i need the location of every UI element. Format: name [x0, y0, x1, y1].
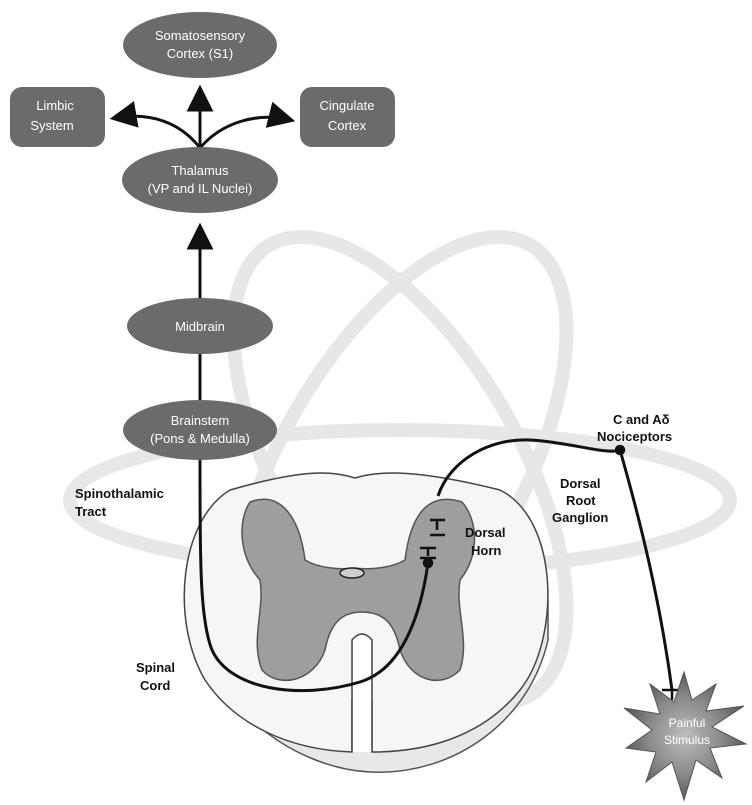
drg-soma: [616, 446, 624, 454]
thalamus-line2: (VP and IL Nuclei): [148, 181, 253, 196]
midbrain-line1: Midbrain: [175, 319, 225, 334]
label-nociceptors: C and Aδ Nociceptors: [597, 412, 672, 444]
thalamus-to-limbic-arrow: [115, 116, 200, 148]
ventral-fissure: [352, 634, 372, 752]
node-thalamus: Thalamus (VP and IL Nuclei): [122, 147, 278, 213]
node-cingulate: Cingulate Cortex: [300, 87, 395, 147]
node-brainstem: Brainstem (Pons & Medulla): [123, 400, 277, 460]
somatosensory-line1: Somatosensory: [155, 28, 246, 43]
label-spinal-cord: Spinal Cord: [136, 660, 175, 693]
stimulus-line2: Stimulus: [664, 733, 710, 747]
central-canal: [340, 568, 364, 578]
spinal-cord-line1: Spinal: [136, 660, 175, 675]
thalamus-to-cingulate-arrow: [200, 117, 290, 148]
spinal-cord-cross-section: [184, 473, 548, 772]
stimulus-line1: Painful: [669, 716, 706, 730]
brainstem-line1: Brainstem: [171, 413, 230, 428]
cingulate-line2: Cortex: [328, 118, 367, 133]
cingulate-line1: Cingulate: [320, 98, 375, 113]
dorsal-horn-line2: Horn: [471, 543, 501, 558]
drg-line1: Dorsal: [560, 476, 600, 491]
spinal-cord-line2: Cord: [140, 678, 170, 693]
nociceptors-line2: Nociceptors: [597, 429, 672, 444]
brainstem-line2: (Pons & Medulla): [150, 431, 250, 446]
painful-stimulus: Painful Stimulus: [624, 672, 746, 800]
neuron-body: [424, 559, 432, 567]
dorsal-horn-line1: Dorsal: [465, 525, 505, 540]
spinothalamic-line2: Tract: [75, 504, 107, 519]
label-dorsal-root-ganglion: Dorsal Root Ganglion: [552, 476, 608, 525]
limbic-line1: Limbic: [36, 98, 74, 113]
node-somatosensory: Somatosensory Cortex (S1): [123, 12, 277, 78]
nociceptors-line1: C and Aδ: [613, 412, 670, 427]
somatosensory-line2: Cortex (S1): [167, 46, 233, 61]
label-spinothalamic-tract: Spinothalamic Tract: [75, 486, 164, 519]
limbic-line2: System: [30, 118, 73, 133]
drg-line3: Ganglion: [552, 510, 608, 525]
thalamus-line1: Thalamus: [171, 163, 229, 178]
node-midbrain: Midbrain: [127, 298, 273, 354]
spinothalamic-line1: Spinothalamic: [75, 486, 164, 501]
node-limbic: Limbic System: [10, 87, 105, 147]
drg-line2: Root: [566, 493, 596, 508]
